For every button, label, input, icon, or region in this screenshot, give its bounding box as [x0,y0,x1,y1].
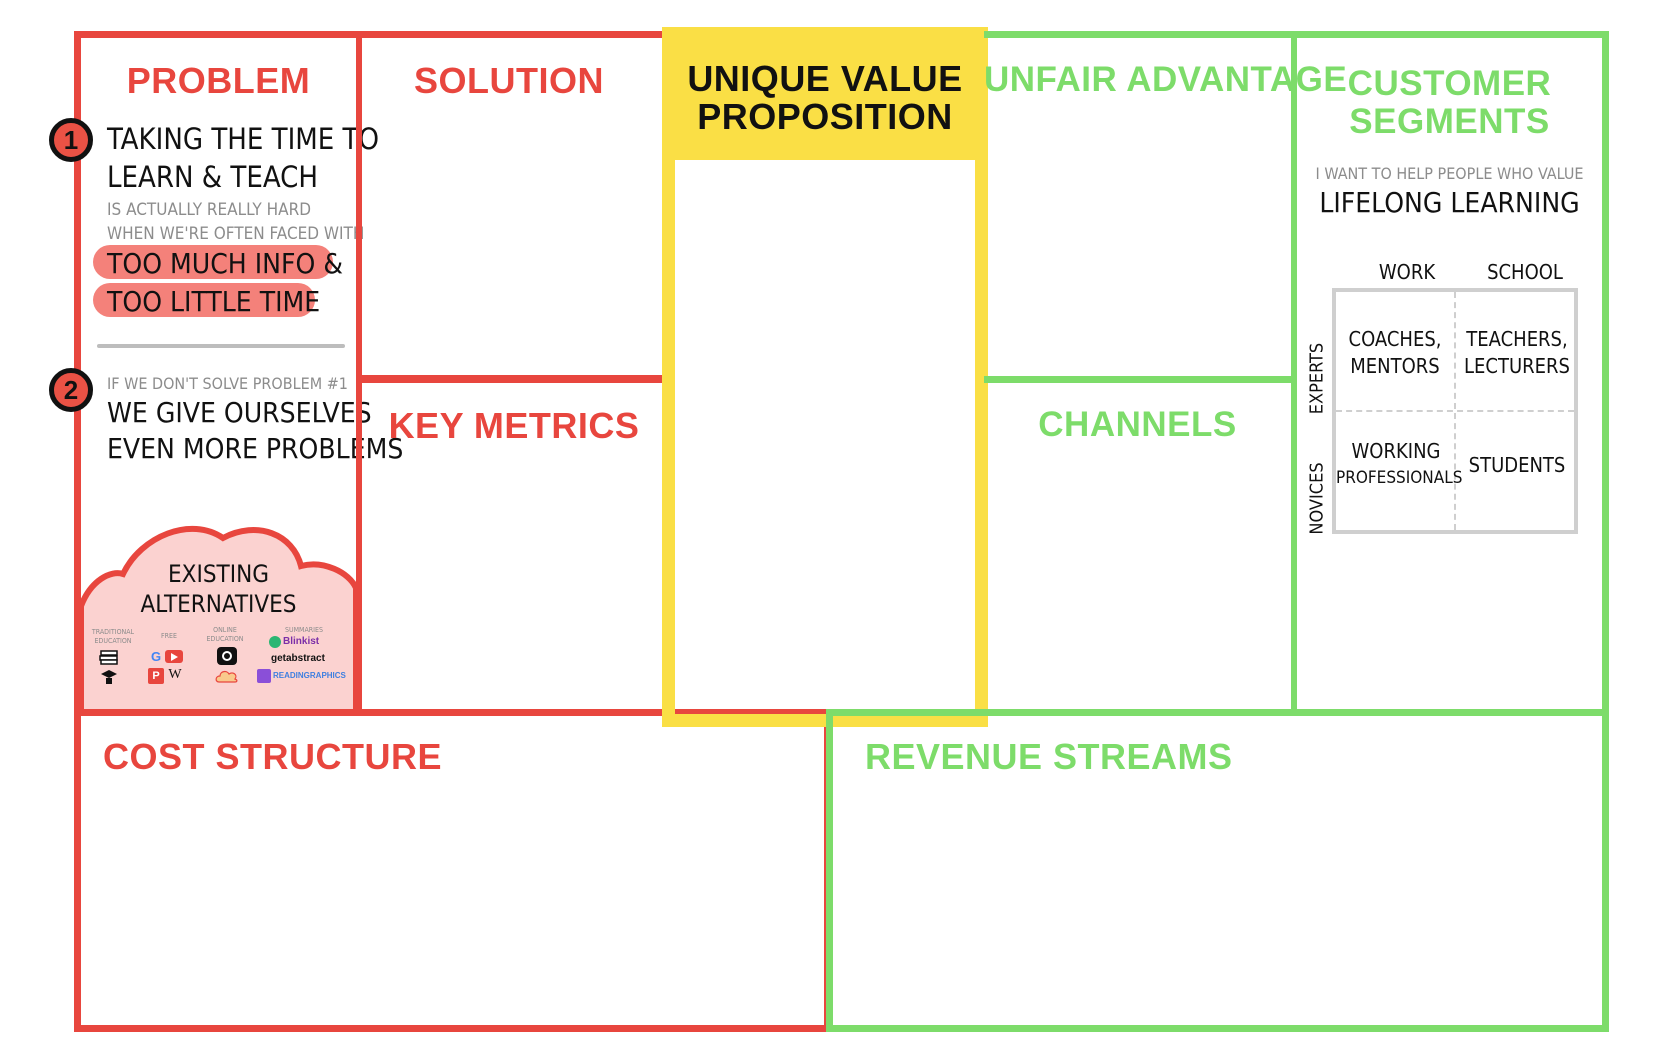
cloud-icon [215,668,239,684]
column-school: SCHOOL [1487,260,1563,284]
segment-cell-4a: STUDENTS [1468,453,1566,477]
brand-blinkist: Blinkist [283,636,320,647]
segment-students: STUDENTS [1456,452,1578,479]
segment-cell-2a: TEACHERS, [1466,327,1568,351]
online-course-icon [217,647,237,665]
uvp-panel [662,27,988,727]
cost-structure-panel: COST STRUCTURE [74,709,831,1032]
problem-muted-1: IS ACTUALLY REALLY HARD [107,200,311,220]
category-label-1b: EDUCATION [94,637,132,645]
customer-segments-title-1: CUSTOMER [1347,64,1552,103]
problem-highlight-2: TOO LITTLE TIME [107,285,321,318]
uvp-title-2: PROPOSITION [697,96,953,137]
category-label-1a: TRADITIONAL [91,628,135,636]
customer-segments-value: LIFELONG LEARNING [1319,186,1580,219]
problem-muted-2: WHEN WE'RE OFTEN FACED WITH [107,224,365,244]
highlight-too-much-info [93,245,333,279]
unfair-advantage-panel: UNFAIR ADVANTAGE [984,31,1348,383]
solution-panel: SOLUTION [356,31,666,382]
blinkist-icon [269,636,281,648]
problem-highlight-1: TOO MUCH INFO & [107,247,343,280]
customer-segments-subtitle: I WANT TO HELP PEOPLE WHO VALUE [1315,164,1584,183]
problem-panel: PROBLEM 1 TAKING THE TIME TO LEARN & TEA… [49,31,403,716]
problem-divider [97,344,345,348]
category-label-3b: EDUCATION [206,635,244,643]
segment-cell-2b: LECTURERS [1464,354,1570,378]
key-metrics-panel: KEY METRICS [356,376,666,716]
readingraphics-icon [257,669,271,683]
revenue-streams-panel: REVENUE STREAMS [826,709,1609,1032]
segment-cell-3b: PROFESSIONALS [1336,468,1463,488]
segment-teachers-lecturers: TEACHERS, LECTURERS [1456,326,1578,380]
customer-segments-panel: CUSTOMER SEGMENTS I WANT TO HELP PEOPLE … [1291,31,1609,716]
problem-title: PROBLEM [126,60,311,101]
badge-2: 2 [49,368,93,412]
category-online: ONLINE EDUCATION [197,626,253,644]
brand-readingraphics: READINGRAPHICS [273,671,346,680]
grid-divider-horizontal [1336,410,1574,412]
revenue-streams-title: REVENUE STREAMS [865,736,1233,777]
segments-grid: COACHES, MENTORS TEACHERS, LECTURERS WOR… [1332,288,1578,534]
highlight-too-little-time [93,283,315,317]
brand-getabstract: getabstract [271,653,325,664]
category-label-2a: FREE [161,632,177,640]
category-summaries: SUMMARIES [259,626,349,634]
graduation-icon [100,668,118,686]
google-icon: G [150,648,162,664]
problem-line-3: WE GIVE OURSELVES [107,396,372,429]
row-novices: NOVICES [1306,462,1328,535]
uvp-title-1: UNIQUE VALUE [687,58,963,99]
channels-panel: CHANNELS [984,376,1297,716]
segment-cell-1a: COACHES, [1348,327,1442,351]
segment-cell-3a: WORKING [1351,439,1441,463]
uvp-header [662,27,988,160]
problem-muted-3: IF WE DON'T SOLVE PROBLEM #1 [107,374,348,393]
category-free: FREE [145,632,193,640]
category-traditional: TRADITIONAL EDUCATION [85,628,141,646]
solution-title: SOLUTION [414,60,604,101]
customer-segments-title-2: SEGMENTS [1349,102,1550,141]
column-work: WORK [1378,260,1436,284]
segment-coaches-mentors: COACHES, MENTORS [1336,326,1454,380]
problem-line-4: EVEN MORE PROBLEMS [107,432,404,465]
wikipedia-icon: W [168,667,182,682]
segment-working-professionals: WORKING PROFESSIONALS [1336,438,1463,492]
powerpoint-icon: P [148,668,164,684]
existing-alternatives: EXISTING ALTERNATIVES TRADITIONAL EDUCAT… [81,516,356,716]
problem-line-2: LEARN & TEACH [107,160,319,194]
unfair-advantage-title: UNFAIR ADVANTAGE [984,60,1348,99]
row-experts: EXPERTS [1306,342,1328,415]
youtube-icon [165,650,183,663]
key-metrics-title: KEY METRICS [388,405,640,446]
problem-line-1: TAKING THE TIME TO [107,122,380,156]
alternatives-title-2: ALTERNATIVES [140,590,297,618]
segment-cell-1b: MENTORS [1350,354,1440,378]
book-stack-icon [99,648,119,666]
category-label-4a: SUMMARIES [285,626,323,634]
category-label-3a: ONLINE [213,626,237,634]
channels-title: CHANNELS [1038,405,1237,444]
cost-structure-title: COST STRUCTURE [103,736,442,777]
alternatives-title-1: EXISTING [168,560,269,588]
badge-1: 1 [49,118,93,162]
